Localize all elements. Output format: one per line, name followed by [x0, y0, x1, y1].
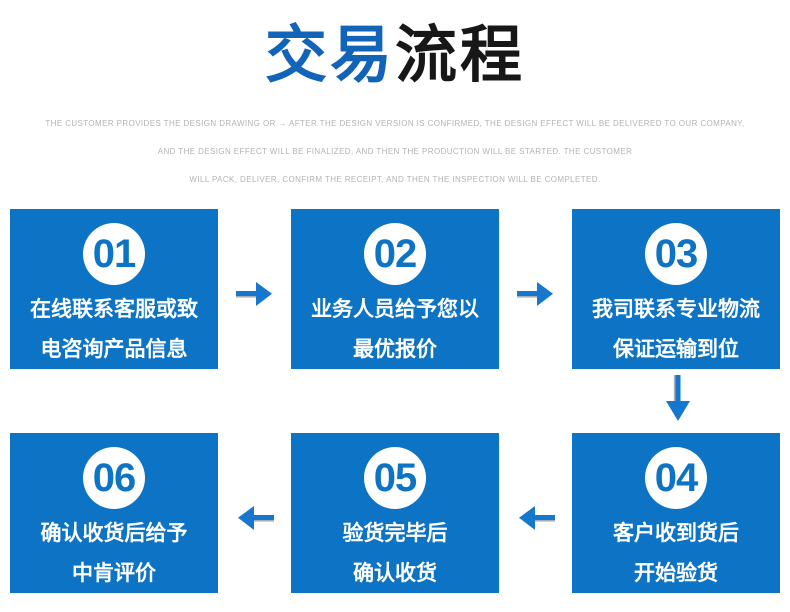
step-text-line1: 验货完毕后: [342, 522, 448, 545]
subtitle-line-3: WILL PACK, DELIVER, CONFIRM THE RECEIPT,…: [189, 175, 601, 184]
step-card-04: 04 客户收到货后 开始验货: [572, 433, 780, 593]
subtitle-line-2: AND THE DESIGN EFFECT WILL BE FINALIZED,…: [157, 147, 633, 156]
step-number-badge: 05: [364, 447, 426, 509]
step-text-line2: 电咨询产品信息: [40, 338, 188, 361]
step-number-badge: 04: [645, 447, 707, 509]
page-title-highlight: 交易: [264, 21, 395, 90]
page-title-rest: 流程: [395, 21, 526, 90]
step-text-line1: 确认收货后给予: [40, 522, 188, 545]
step-text-line2: 保证运输到位: [613, 338, 739, 361]
step-card-06: 06 确认收货后给予 中肯评价: [10, 433, 218, 593]
step-text-line1: 在线联系客服或致: [30, 298, 198, 321]
subtitle: THE CUSTOMER PROVIDES THE DESIGN DRAWING…: [0, 110, 790, 194]
step-text-line2: 开始验货: [634, 562, 718, 585]
step-text-line2: 最优报价: [353, 338, 437, 361]
down-arrow-icon: [660, 375, 696, 430]
step-text-line1: 我司联系专业物流: [592, 298, 760, 321]
step-card-01: 01 在线联系客服或致 电咨询产品信息: [10, 209, 218, 369]
step-text-line2: 确认收货: [353, 562, 437, 585]
step-card-02: 02 业务人员给予您以 最优报价: [291, 209, 499, 369]
step-number-badge: 06: [83, 447, 145, 509]
subtitle-line-1: THE CUSTOMER PROVIDES THE DESIGN DRAWING…: [45, 119, 745, 128]
step-text-line2: 中肯评价: [72, 562, 156, 585]
step-text-line1: 业务人员给予您以: [311, 298, 479, 321]
step-number-badge: 02: [364, 223, 426, 285]
left-arrow-icon: [236, 502, 274, 539]
step-card-03: 03 我司联系专业物流 保证运输到位: [572, 209, 780, 369]
step-number-badge: 03: [645, 223, 707, 285]
left-arrow-icon: [517, 502, 555, 539]
page-title: 交易流程: [0, 16, 790, 96]
right-arrow-icon: [517, 278, 555, 315]
step-number-badge: 01: [83, 223, 145, 285]
right-arrow-icon: [236, 278, 274, 315]
step-card-05: 05 验货完毕后 确认收货: [291, 433, 499, 593]
step-text-line1: 客户收到货后: [613, 522, 739, 545]
